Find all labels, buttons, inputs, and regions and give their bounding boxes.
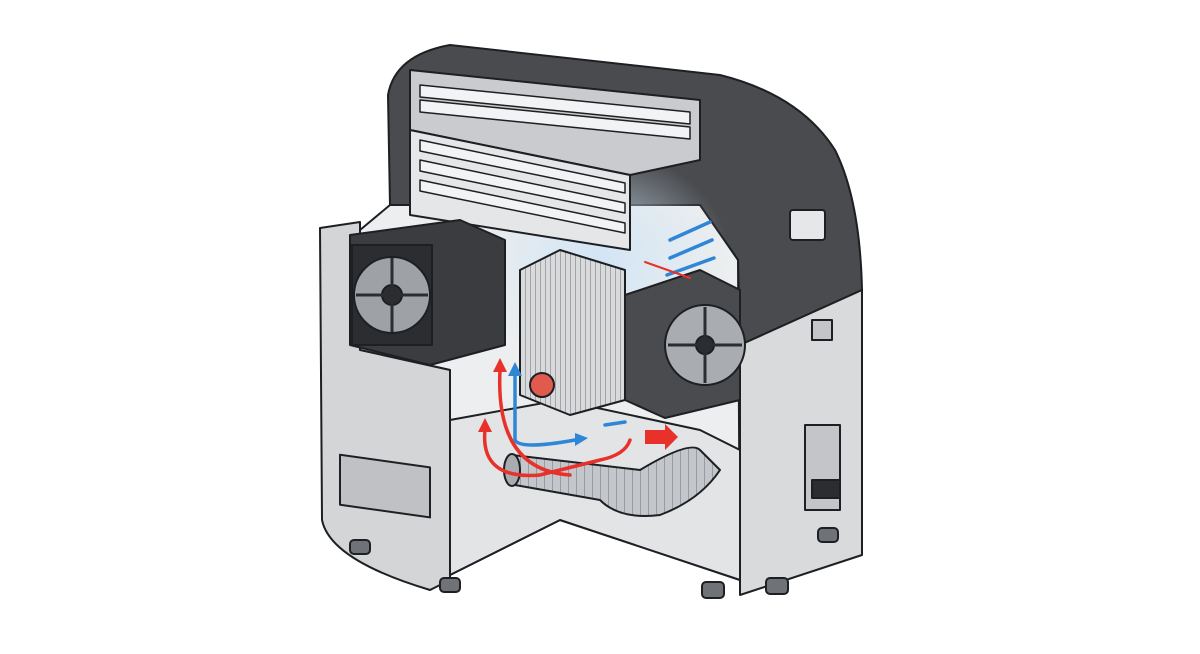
wheel-icon bbox=[349, 527, 839, 599]
control-panel bbox=[789, 209, 826, 241]
exhaust-hose-icon bbox=[511, 446, 721, 517]
vent-grille-icon bbox=[409, 69, 701, 251]
right-fan-icon bbox=[624, 269, 746, 419]
heat-exchanger-icon bbox=[519, 249, 626, 416]
right-side-panel bbox=[739, 289, 863, 596]
left-fan-icon bbox=[349, 219, 506, 366]
handle-recess bbox=[339, 453, 431, 519]
airflow-arrow-icon bbox=[478, 220, 716, 478]
